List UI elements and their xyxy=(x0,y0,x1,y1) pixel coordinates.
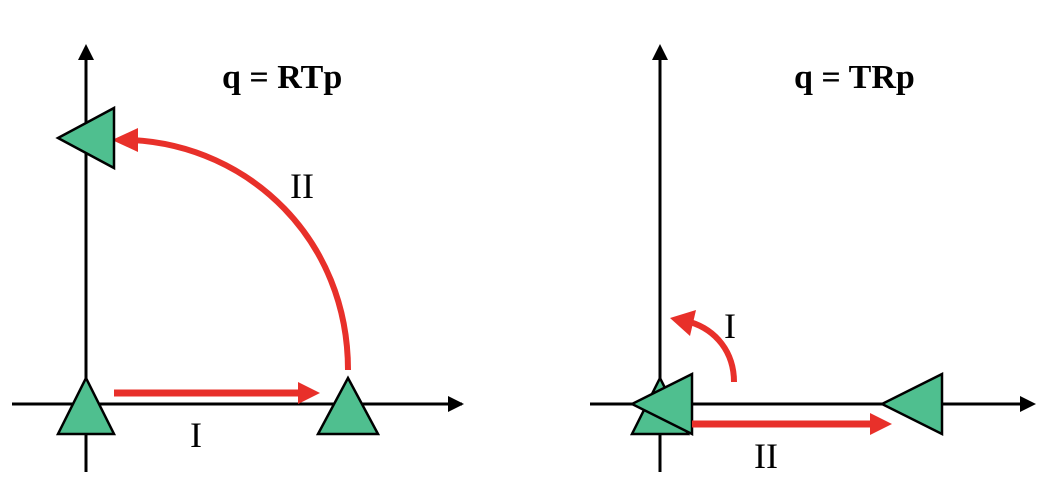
right-formula: q = TRp xyxy=(794,59,915,96)
right-translation-label: II xyxy=(754,436,778,476)
right-rotated-triangle xyxy=(629,371,694,437)
left-y-axis-arrowhead xyxy=(78,44,94,60)
left-rotation-arrow xyxy=(131,137,351,371)
right-rotation-arrowhead xyxy=(670,310,696,336)
left-original-triangle xyxy=(55,375,117,436)
left-translation-label: I xyxy=(190,415,202,455)
left-formula: q = RTp xyxy=(222,59,342,96)
right-rotation-arrow xyxy=(689,319,737,383)
left-translation-arrowhead xyxy=(298,382,320,404)
left-rotation-label: II xyxy=(290,166,314,206)
right-rotation-label: I xyxy=(724,306,736,346)
right-translated-triangle xyxy=(879,371,944,437)
left-rotated-triangle xyxy=(55,105,116,171)
right-translation-arrowhead xyxy=(870,413,892,435)
left-rotation-arrowhead xyxy=(112,128,138,152)
left-translated-triangle xyxy=(315,375,381,436)
right-y-axis-arrowhead xyxy=(652,44,668,60)
right-x-axis-arrowhead xyxy=(1020,396,1036,412)
left-panel: q = RTp I II xyxy=(12,44,464,472)
right-panel: q = TRp I II xyxy=(590,44,1036,476)
left-x-axis-arrowhead xyxy=(448,396,464,412)
